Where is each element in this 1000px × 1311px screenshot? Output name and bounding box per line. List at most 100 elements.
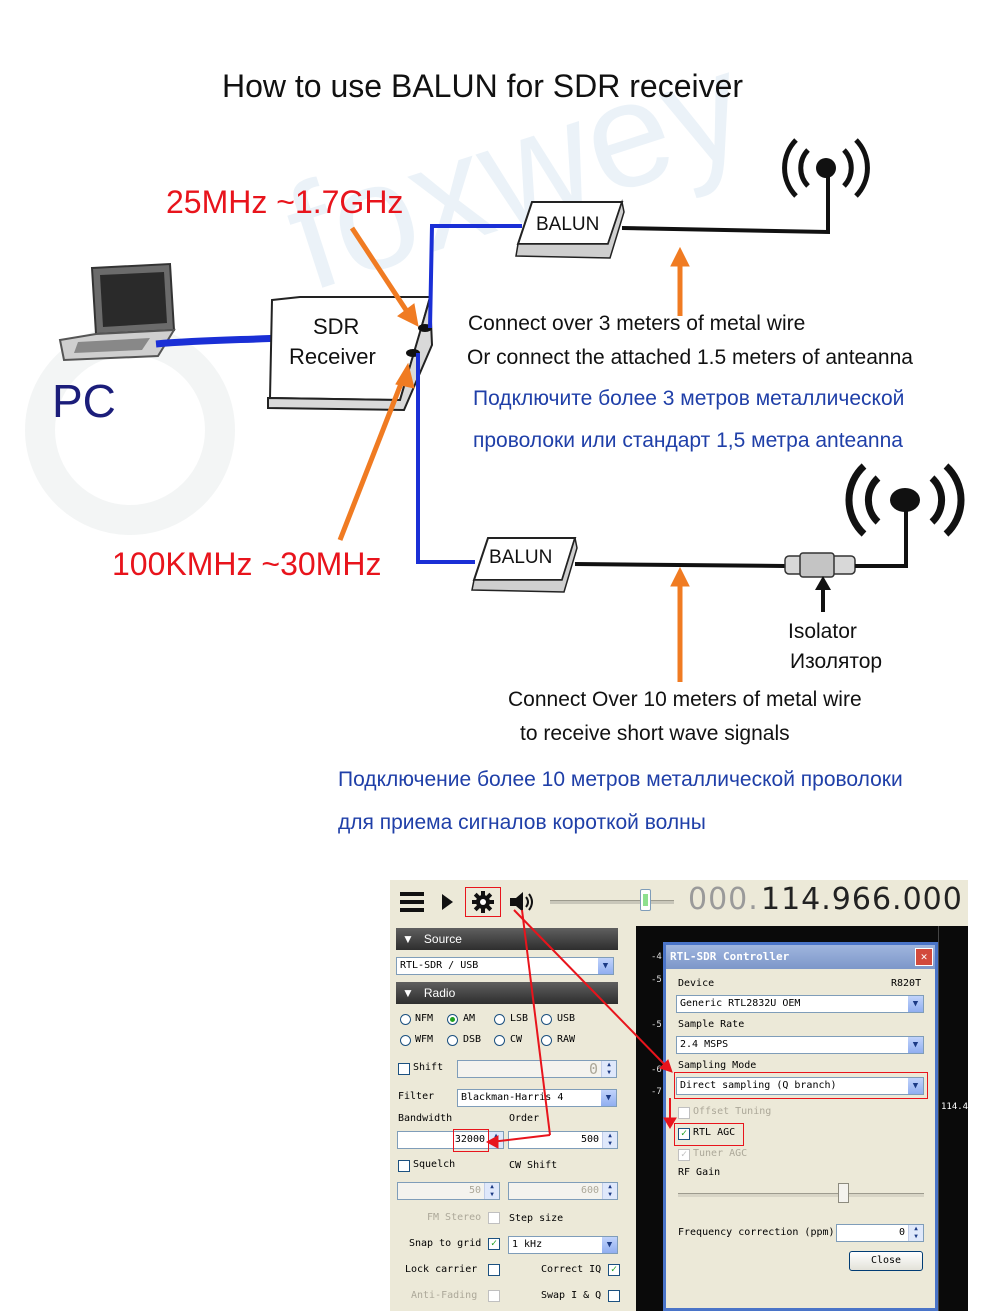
gear-icon[interactable] [465,887,501,917]
scale-label: -7 [651,1087,662,1097]
snap-to-grid-label: Snap to grid [409,1238,482,1249]
sample-rate-select[interactable]: 2.4 MSPS▼ [676,1036,924,1054]
pc-label: PC [52,375,116,427]
offset-tuning-label: Offset Tuning [693,1106,772,1117]
step-size-label: Step size [509,1213,564,1224]
tuner-agc-checkbox[interactable]: ✓ [678,1149,690,1161]
freq-correction-input[interactable]: 0▲▼ [836,1224,924,1242]
tuner-type: R820T [891,978,922,989]
upper-ru-line2: проволоки или стандарт 1,5 метра anteann… [473,429,903,452]
mode-radio-dsb[interactable] [447,1035,458,1046]
wire-high [428,224,522,329]
bandwidth-highlight [453,1129,489,1152]
mode-radio-wfm[interactable] [400,1035,411,1046]
chevron-down-icon: ▼ [600,1090,616,1106]
volume-thumb[interactable] [640,889,651,911]
chevron-down-icon: ▼ [907,996,923,1012]
freq-correction-value: 0 [898,1227,905,1238]
menu-icon[interactable] [400,892,424,912]
shift-checkbox[interactable] [398,1063,410,1075]
spinner-icon: ▲▼ [484,1183,499,1199]
cw-shift-label: CW Shift [509,1160,558,1171]
rf-gain-slider[interactable] [678,1193,924,1197]
mode-radio-lsb[interactable] [494,1014,505,1025]
balun-diagram: foxwey [25,18,965,834]
source-header[interactable]: ▼Source [396,928,618,950]
cw-shift-input[interactable]: 600▲▼ [508,1182,618,1200]
sdr-receiver-box [267,296,434,412]
volume-slider[interactable] [550,900,674,904]
order-input[interactable]: 500▲▼ [508,1131,618,1149]
snap-to-grid-checkbox[interactable]: ✓ [488,1238,500,1250]
correct-iq-label: Correct IQ [541,1264,602,1275]
lock-carrier-checkbox[interactable] [488,1264,500,1276]
order-value: 500 [580,1134,599,1145]
fm-stereo-checkbox[interactable] [488,1212,500,1224]
mode-radio-am[interactable] [447,1014,458,1025]
mode-label: WFM [415,1034,434,1045]
upper-antenna-icon [782,138,870,198]
spectrum-frequency-label: 114.4 [941,1102,968,1112]
speaker-icon[interactable] [508,890,538,914]
mode-radio-cw[interactable] [494,1035,505,1046]
squelch-input[interactable]: 50▲▼ [397,1182,500,1200]
radio-header[interactable]: ▼Radio [396,982,618,1004]
cw-shift-value: 600 [580,1185,599,1196]
squelch-checkbox[interactable] [398,1160,410,1172]
upper-antenna-wire [621,170,830,235]
sampling-mode-highlight [674,1072,928,1099]
radio-header-label: Radio [423,986,456,1000]
lower-ru-line2: для приема сигналов короткой волны [338,811,706,834]
filter-select[interactable]: Blackman-Harris 4 ▼ [457,1089,617,1107]
device-label: Device [678,978,715,989]
close-button[interactable]: Close [849,1251,923,1271]
diagram-title: How to use BALUN for SDR receiver [222,68,744,104]
shift-input[interactable]: 0▲▼ [457,1060,617,1078]
source-header-label: Source [423,932,462,946]
device-value: Generic RTL2832U OEM [680,998,801,1009]
filter-value: Blackman-Harris 4 [461,1092,564,1103]
balun-lower [471,537,578,593]
freq-correction-label: Frequency correction (ppm) [678,1227,835,1238]
balun-lower-label: BALUN [489,547,553,568]
isolator-en: Isolator [788,620,857,643]
mode-radio-raw[interactable] [541,1035,552,1046]
sample-rate-label: Sample Rate [678,1019,745,1030]
sdr-receiver-line1: SDR [313,314,360,339]
lower-antenna-mast [855,508,908,568]
scale-label: -6 [651,1065,662,1075]
correct-iq-checkbox[interactable]: ✓ [608,1264,620,1276]
close-icon[interactable]: ✕ [915,948,933,966]
step-size-value: 1 kHz [512,1239,543,1250]
source-select[interactable]: RTL-SDR / USB▼ [396,957,614,975]
dialog-titlebar[interactable] [666,945,935,969]
offset-tuning-checkbox[interactable] [678,1107,690,1119]
rtl-agc-highlight [674,1123,744,1146]
sampling-mode-select[interactable]: Direct sampling (Q branch)▼ [676,1077,924,1095]
mode-label: NFM [415,1013,434,1024]
lower-antenna-wire [574,562,786,568]
sampling-mode-value: Direct sampling (Q branch) [680,1080,837,1091]
frequency-display[interactable]: 114.966.000 [761,882,963,917]
mode-radio-nfm[interactable] [400,1014,411,1025]
step-size-select[interactable]: 1 kHz ▼ [508,1236,618,1254]
bandwidth-value: 32000 [454,1134,485,1145]
watermark [25,325,235,535]
squelch-value: 50 [468,1185,481,1196]
mode-radio-usb[interactable] [541,1014,552,1025]
mode-label: RAW [557,1034,576,1045]
chevron-down-icon: ▼ [601,1237,617,1253]
spinner-icon: ▲▼ [602,1132,617,1148]
play-icon[interactable] [442,894,453,910]
squelch-label: Squelch [413,1159,456,1170]
device-select[interactable]: Generic RTL2832U OEM ▼ [676,995,924,1013]
mode-label: USB [557,1013,576,1024]
swap-iq-checkbox[interactable] [608,1290,620,1302]
rtl-agc-checkbox[interactable]: ✓ [678,1128,690,1140]
sdr-receiver-line2: Receiver [289,344,376,369]
anti-fading-checkbox[interactable] [488,1290,500,1302]
rf-gain-thumb[interactable] [838,1183,849,1203]
mode-label: AM [463,1013,476,1024]
rf-gain-label: RF Gain [678,1167,721,1178]
mode-label: CW [510,1034,523,1045]
